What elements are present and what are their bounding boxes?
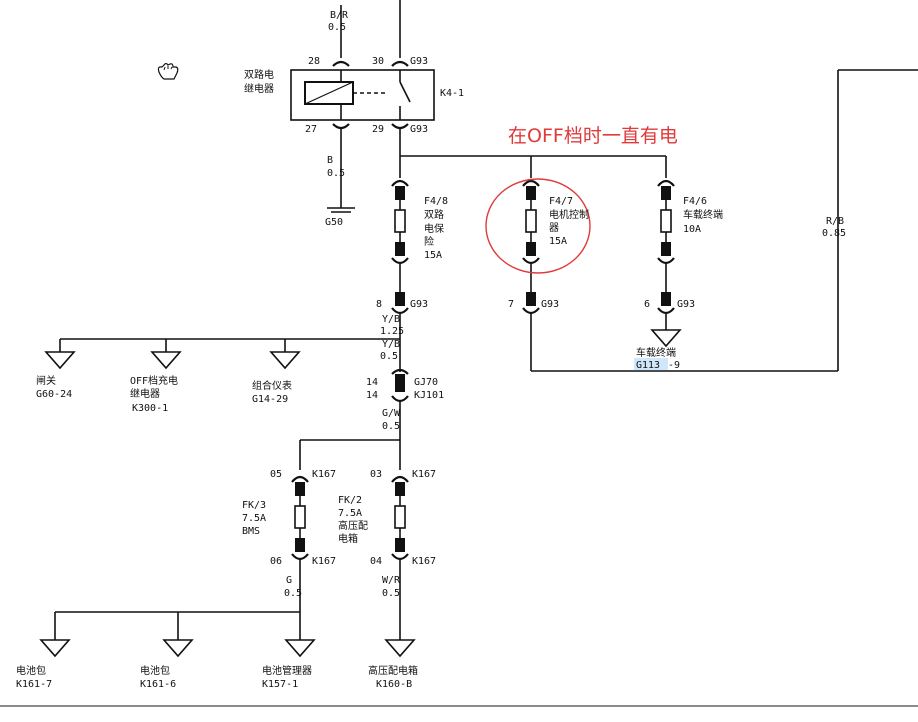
conn-pin-7: 7 [508, 299, 514, 310]
bms-wire-size: 0.5 [284, 588, 302, 599]
gw-wire-size: 0.5 [382, 421, 400, 432]
relay-pin-29: 29 [372, 124, 384, 135]
terminal-battery-2-name: 电池包 [140, 664, 170, 677]
wire-top-color: B/R [330, 10, 349, 21]
conn-kj101: KJ101 [414, 390, 444, 401]
terminal-vehicle-code-b: -9 [668, 360, 680, 371]
terminal-switch-name: 闸关 [36, 374, 56, 387]
fuse-f4-8 [391, 179, 409, 292]
terminal-cluster-code: G14-29 [252, 394, 288, 405]
relay-name-1: 双路电 [244, 68, 274, 81]
fuse-f4-7-id: F4/7 [549, 196, 573, 207]
fuse-f4-7-rating: 15A [549, 236, 567, 247]
annotation-note: 在OFF档时一直有电 [508, 125, 678, 147]
gw-wire-color: G/W [382, 408, 401, 419]
ground-label: G50 [325, 217, 343, 228]
fuse-f4-8-line1: 双路 [424, 208, 444, 221]
fuse-f4-7 [522, 179, 540, 292]
fuse-f4-8-rating: 15A [424, 250, 442, 261]
conn-g93-8: G93 [410, 299, 428, 310]
fuse-f4-6 [657, 179, 675, 292]
conn-gj70-pin: 14 [366, 377, 378, 388]
terminal-offcharge-line1: OFF档充电 [130, 374, 178, 387]
terminal-bms-name: 电池管理器 [262, 664, 312, 677]
fuse-f4-8-line3: 险 [424, 235, 434, 248]
relay-conn-top: G93 [410, 56, 428, 67]
terminal-cluster-name: 组合仪表 [252, 379, 292, 392]
relay-name-2: 继电器 [244, 82, 274, 95]
terminal-battery-1-name: 电池包 [16, 664, 46, 677]
fuse-f4-6-line1: 车载终端 [683, 208, 723, 221]
terminal-battery-2-code: K161-6 [140, 679, 176, 690]
wire-top-size: 0.5 [328, 22, 346, 33]
relay-box [290, 69, 435, 121]
main-wire-color: Y/B [382, 314, 400, 325]
conn-gj70: GJ70 [414, 377, 438, 388]
fuse-f4-8-id: F4/8 [424, 196, 448, 207]
ground-wire-size: 0.5 [327, 168, 345, 179]
terminal-vehicle-code-a: G113 [636, 360, 660, 371]
terminal-switch-code: G60-24 [36, 389, 72, 400]
fuse-fk3-name: BMS [242, 526, 260, 537]
ground-wire-color: B [327, 155, 333, 166]
branch-wire-color: Y/B [382, 339, 400, 350]
terminal-offcharge-line2: 继电器 [130, 387, 160, 400]
hand-grab-icon [157, 62, 179, 80]
terminal-hvbox-name: 高压配电箱 [368, 664, 418, 677]
terminal-hvbox-code: K160-B [376, 679, 412, 690]
bms-wire-color: G [286, 575, 292, 586]
fk2-conn-top: K167 [412, 469, 436, 480]
terminal-bms-code: K157-1 [262, 679, 298, 690]
relay-pin-28: 28 [308, 56, 320, 67]
fuse-f4-6-id: F4/6 [683, 196, 707, 207]
fuse-f4-8-line2: 电保 [424, 222, 444, 235]
fk3-conn-bottom: K167 [312, 556, 336, 567]
branch-wire-size: 0.5 [380, 351, 398, 362]
fk3-pin-top: 05 [270, 469, 282, 480]
conn-pin-8: 8 [376, 299, 382, 310]
conn-pin-6: 6 [644, 299, 650, 310]
terminal-offcharge-code: K300-1 [132, 403, 168, 414]
right-wire-color: R/B [826, 216, 844, 227]
relay-conn-bottom: G93 [410, 124, 428, 135]
relay-id: K4-1 [440, 88, 464, 99]
fuse-fk2-id: FK/2 [338, 495, 362, 506]
hv-wire-size: 0.5 [382, 588, 400, 599]
fuse-fk-2 [391, 475, 409, 640]
fuse-fk3-id: FK/3 [242, 500, 266, 511]
fk3-conn-top: K167 [312, 469, 336, 480]
relay-pin-30: 30 [372, 56, 384, 67]
conn-g93-7: G93 [541, 299, 559, 310]
relay-pin-27: 27 [305, 124, 317, 135]
terminal-vehicle-name: 车载终端 [636, 346, 676, 359]
fk2-pin-bottom: 04 [370, 556, 382, 567]
hv-wire-color: W/R [382, 575, 401, 586]
right-wire-size: 0.85 [822, 228, 846, 239]
fuse-fk2-name2: 电箱 [338, 532, 358, 545]
fk2-conn-bottom: K167 [412, 556, 436, 567]
fuse-f4-6-rating: 10A [683, 224, 701, 235]
fuse-fk2-name1: 高压配 [338, 519, 368, 532]
conn-g93-6: G93 [677, 299, 695, 310]
fuse-f4-7-line1: 电机控制 [549, 208, 589, 221]
fuse-fk2-rating: 7.5A [338, 508, 362, 519]
fk2-pin-top: 03 [370, 469, 382, 480]
fuse-fk-3 [291, 475, 309, 640]
conn-kj101-pin: 14 [366, 390, 378, 401]
fk3-pin-bottom: 06 [270, 556, 282, 567]
fuse-fk3-rating: 7.5A [242, 513, 266, 524]
highlight-circle [485, 178, 591, 274]
fuse-f4-7-line2: 器 [549, 222, 559, 234]
terminal-battery-1-code: K161-7 [16, 679, 52, 690]
main-wire-size: 1.25 [380, 326, 404, 337]
